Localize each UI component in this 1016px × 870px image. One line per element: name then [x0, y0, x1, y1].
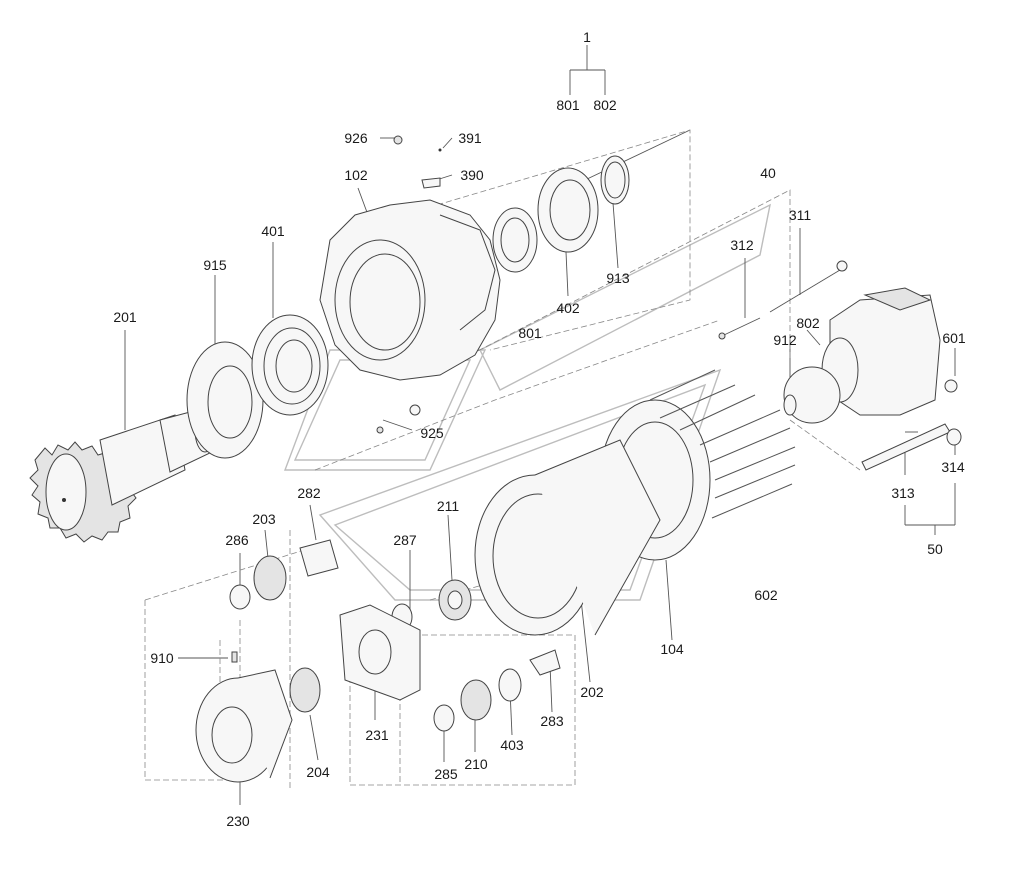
motor-802 — [783, 287, 958, 424]
label-201: 201 — [113, 309, 137, 325]
carrier-231 — [339, 604, 421, 701]
gears-lower — [433, 649, 561, 732]
label-926: 926 — [344, 130, 368, 146]
bearing-402 — [492, 155, 630, 273]
label-311: 311 — [789, 207, 812, 223]
label-602: 602 — [754, 587, 778, 603]
label-204: 204 — [306, 764, 330, 780]
housing-102 — [319, 135, 501, 434]
label-801: 801 — [556, 97, 580, 113]
label-50: 50 — [927, 541, 943, 557]
label-285: 285 — [434, 766, 458, 782]
label-802: 802 — [593, 97, 617, 113]
label-802b: 802 — [796, 315, 820, 331]
carrier-230 — [195, 667, 321, 783]
label-286: 286 — [225, 532, 249, 548]
gears-upper — [229, 539, 472, 663]
label-313: 313 — [891, 485, 915, 501]
assembly-bracket — [569, 45, 606, 95]
label-390: 390 — [460, 167, 484, 183]
label-312: 312 — [730, 237, 754, 253]
label-910: 910 — [150, 650, 174, 666]
rod-313-314 — [861, 423, 962, 471]
label-915: 915 — [203, 257, 227, 273]
label-925: 925 — [420, 425, 444, 441]
label-202: 202 — [580, 684, 604, 700]
part-labels: 1 801 802 926 391 390 102 401 915 201 40… — [113, 29, 966, 829]
label-402: 402 — [556, 300, 580, 316]
parts-40-311-312 — [718, 260, 848, 340]
label-210: 210 — [464, 756, 488, 772]
label-102: 102 — [344, 167, 368, 183]
label-211: 211 — [437, 498, 460, 514]
label-401: 401 — [261, 223, 285, 239]
label-231: 231 — [365, 727, 389, 743]
label-912: 912 — [773, 332, 797, 348]
label-40: 40 — [760, 165, 776, 181]
label-1: 1 — [583, 29, 591, 45]
label-403: 403 — [500, 737, 524, 753]
shim-915 — [186, 341, 264, 459]
label-314: 314 — [941, 459, 965, 475]
label-801b: 801 — [518, 325, 542, 341]
label-230: 230 — [226, 813, 250, 829]
label-287: 287 — [393, 532, 417, 548]
label-391: 391 — [458, 130, 482, 146]
ring-gear-202 — [474, 439, 661, 636]
label-282: 282 — [297, 485, 321, 501]
label-913: 913 — [606, 270, 630, 286]
bearing-401 — [251, 314, 329, 416]
label-104: 104 — [660, 641, 684, 657]
label-283: 283 — [540, 713, 564, 729]
shaft-201 — [29, 407, 216, 543]
label-601: 601 — [942, 330, 966, 346]
label-203: 203 — [252, 511, 276, 527]
